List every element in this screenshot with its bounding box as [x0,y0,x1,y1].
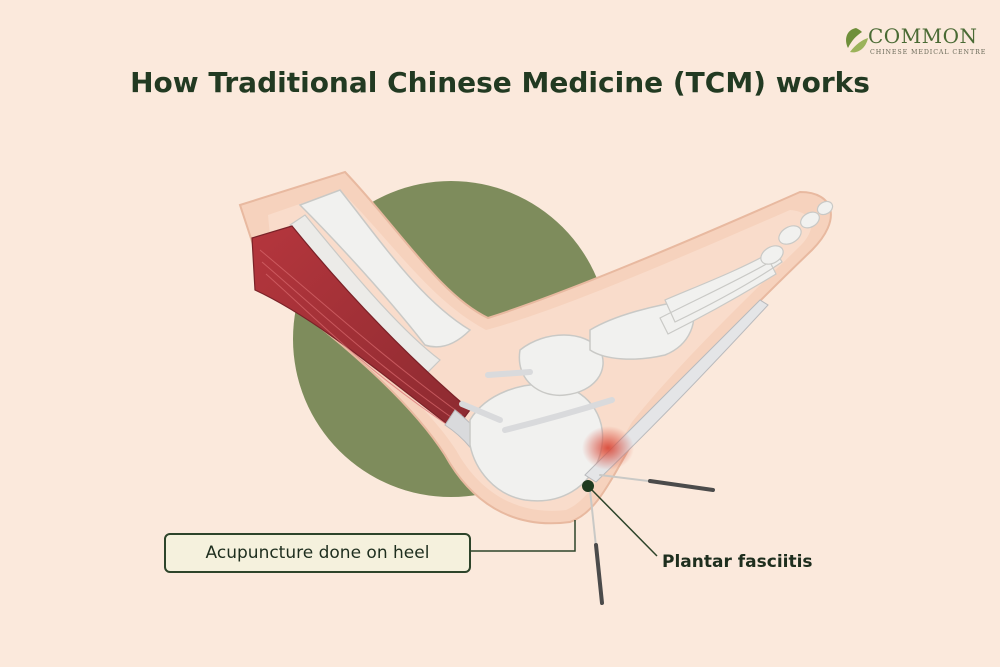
metatarsal-bones [659,249,783,335]
logo-subtitle: CHINESE MEDICAL CENTRE [870,49,987,56]
leg-bone [298,189,472,348]
calf-muscle-fibers [259,249,463,429]
toe-bones [760,200,834,265]
leaf-logo-icon [846,28,868,53]
page-title: How Traditional Chinese Medicine (TCM) w… [130,66,870,99]
pointer-dot [582,480,594,492]
logo-brand: COMMON [868,24,978,48]
leader-lines [471,485,658,557]
logo: COMMON CHINESE MEDICAL CENTRE [842,24,985,64]
ankle-ligaments [459,369,615,433]
acupuncture-needles [589,474,715,605]
inflammation-area [582,426,634,470]
acupuncture-label: Acupuncture done on heel [164,533,471,573]
plantar-fasciitis-label: Plantar fasciitis [662,552,813,572]
talus-bone [518,334,604,397]
plantar-fascia [584,299,769,483]
